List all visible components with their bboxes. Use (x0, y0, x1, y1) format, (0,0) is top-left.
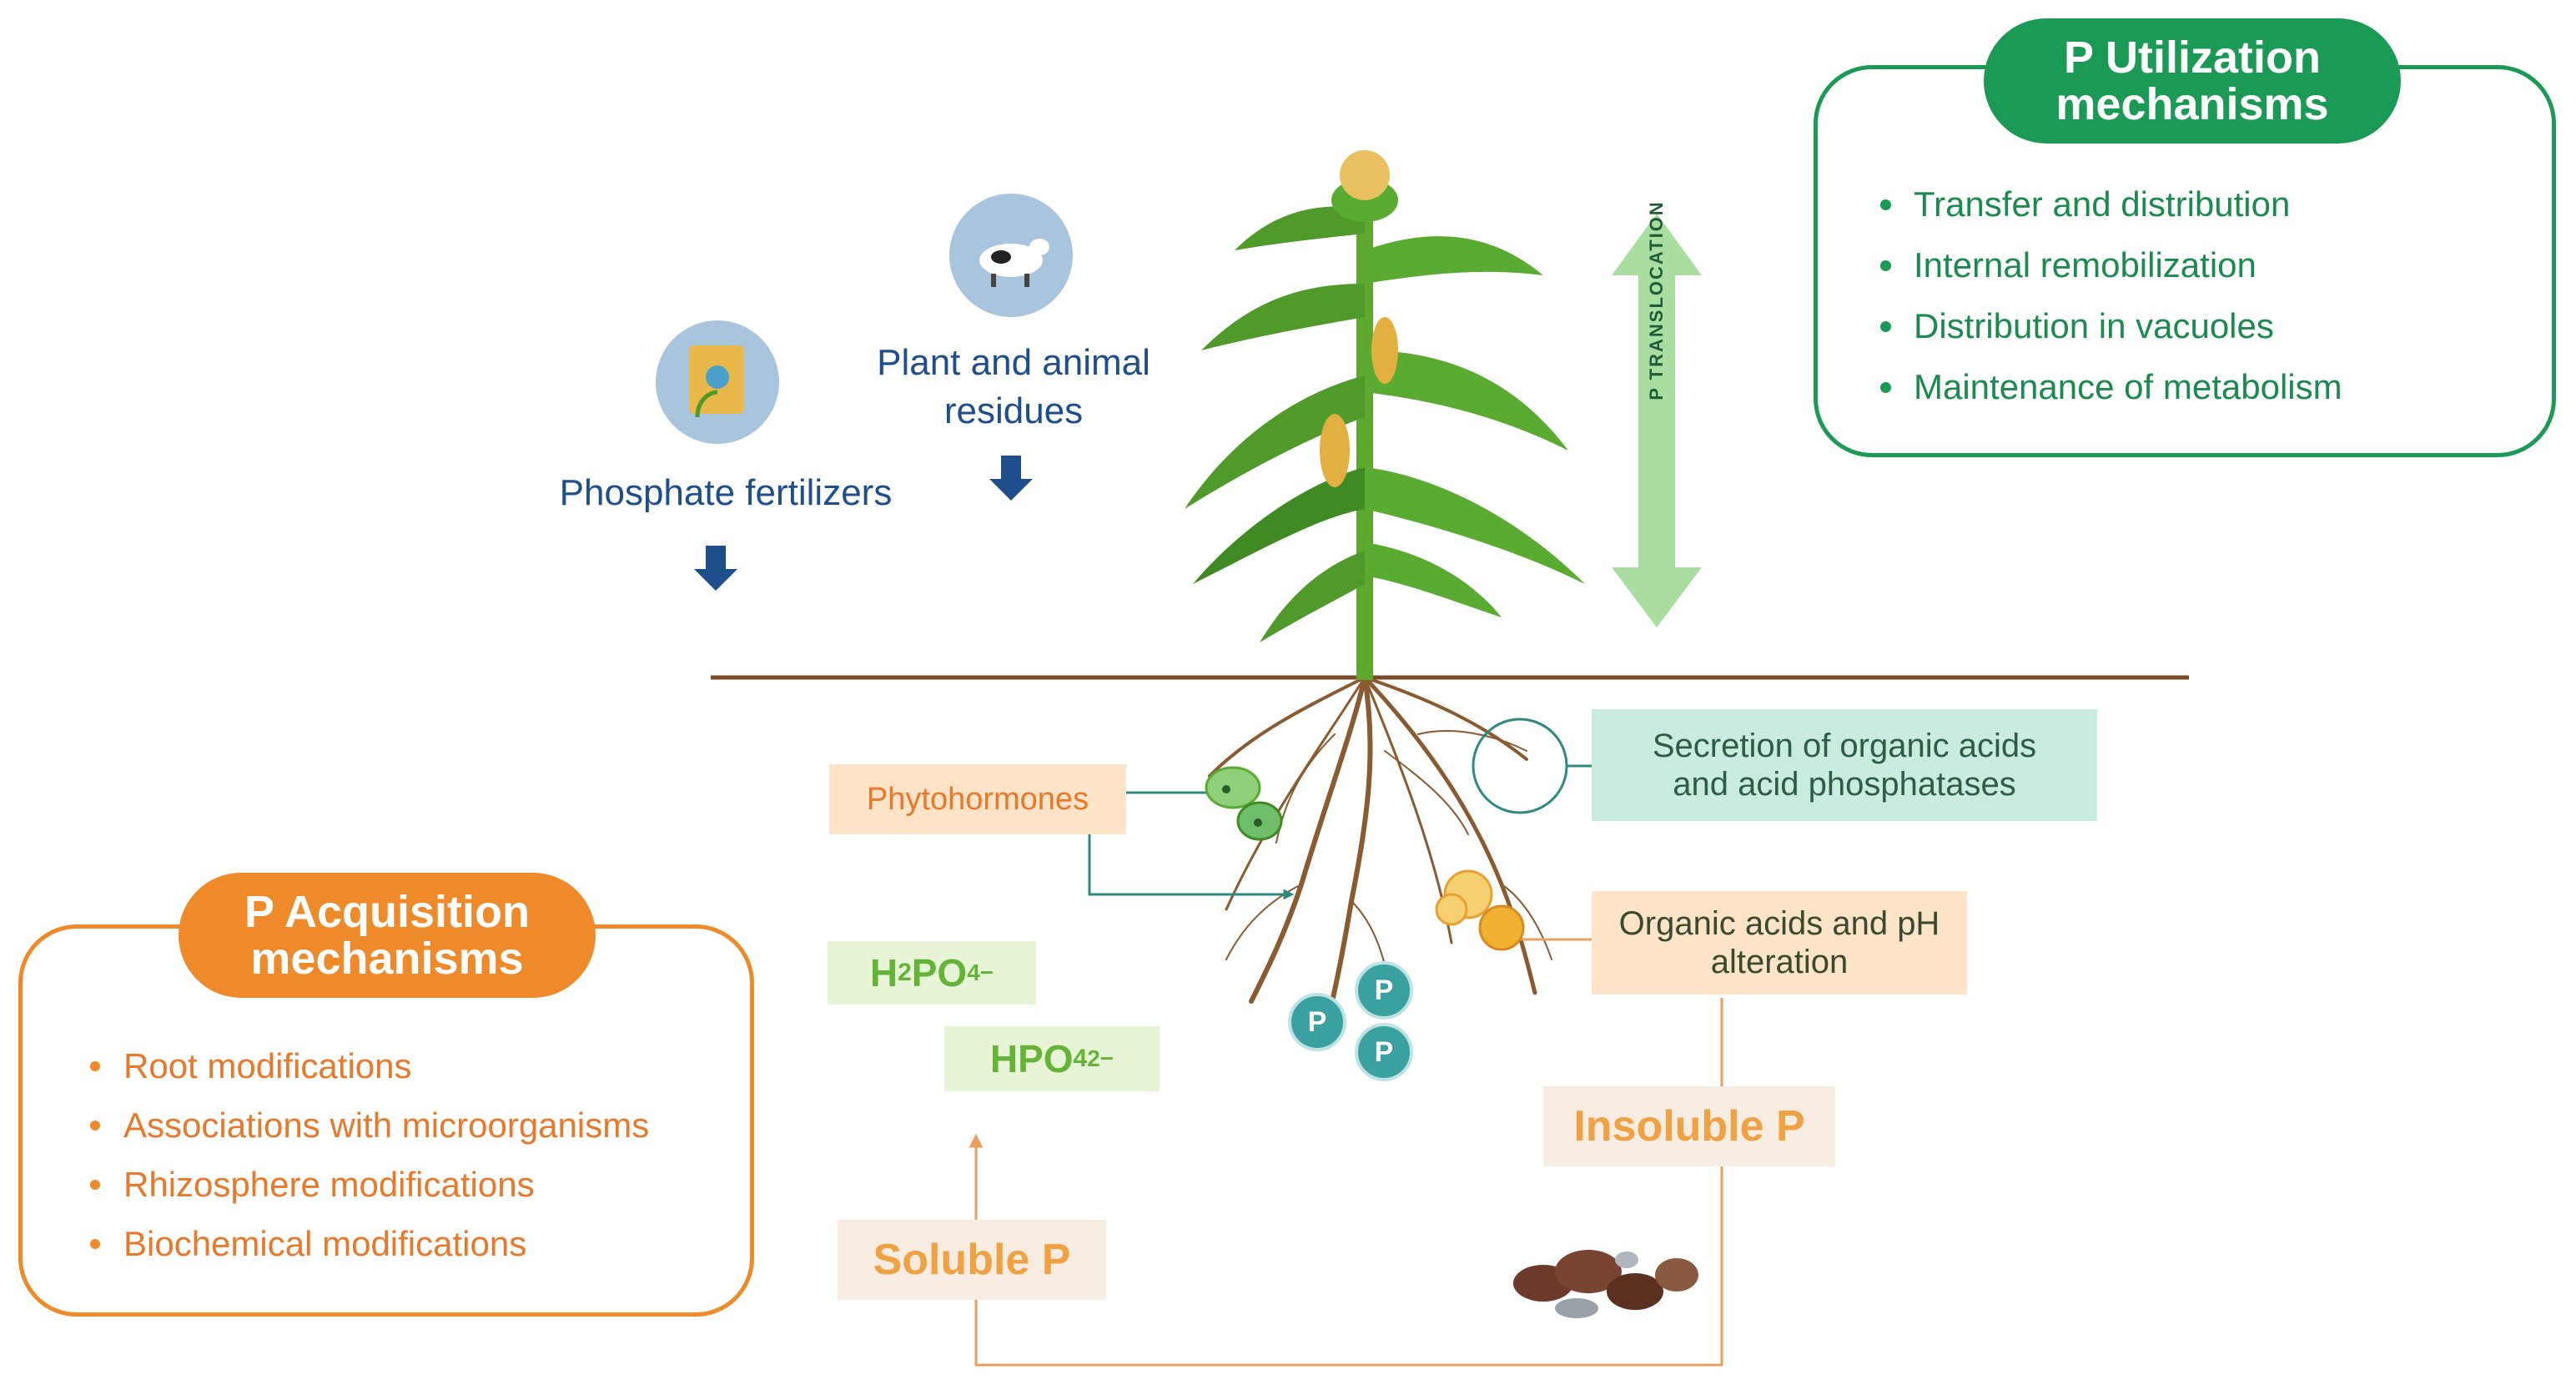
ion-text: HPO (989, 1037, 1074, 1080)
ion-charge: 4− (967, 959, 994, 985)
p-cycle-arrows (969, 998, 1723, 1367)
secretion-label-line1: Secretion of organic acids (1652, 728, 2037, 764)
organic-acids-label-line2: alteration (1710, 944, 1849, 980)
phytohormones-label: Phytohormones (829, 764, 1126, 834)
secretion-label: Secretion of organic acids and acid phos… (1592, 709, 2097, 821)
residues-label-line1: Plant and animal (877, 342, 1150, 383)
fertilizer-label: Phosphate fertilizers (559, 472, 893, 513)
ion-text: H (869, 951, 898, 995)
corn-plant (1185, 150, 1585, 680)
ion-subscript: 2 (898, 959, 912, 986)
acquisition-item: Biochemical modifications (87, 1219, 649, 1278)
utilization-title-line2: mechanisms (2055, 79, 2329, 129)
utilization-title-line1: P Utilization (2063, 33, 2322, 83)
residues-label-line2: residues (943, 390, 1084, 431)
phosphate-ion-circle: P (1355, 961, 1413, 1020)
acquisition-title-line1: P Acquisition (244, 887, 531, 937)
phosphate-ion-circle: P (1355, 1023, 1413, 1081)
fertilizer-down-arrow (694, 546, 737, 591)
acquisition-title: P Acquisition mechanisms (179, 873, 596, 998)
ion-text: PO (911, 951, 968, 995)
fungi-yellow (1435, 869, 1525, 951)
utilization-title: P Utilization mechanisms (1984, 18, 2401, 144)
ion-subscript: 4 (1073, 1045, 1088, 1072)
fertilizer-icon (656, 320, 779, 444)
phosphate-ion-circle: P (1288, 993, 1346, 1051)
utilization-item: Internal remobilization (1877, 240, 2342, 301)
acquisition-title-line2: mechanisms (250, 934, 524, 984)
ion-charge: 2− (1087, 1045, 1114, 1071)
translocation-label-text: P TRANSLOCATION (1646, 200, 1667, 400)
organic-acids-label-line1: Organic acids and pH (1618, 905, 1940, 942)
cow-icon (949, 194, 1073, 317)
root-zoom-circle (1472, 718, 1568, 814)
utilization-item: Maintenance of metabolism (1877, 362, 2342, 423)
translocation-arrow (1612, 214, 1702, 627)
phytohormones-connector (1088, 791, 1295, 900)
acquisition-item: Associations with microorganisms (87, 1100, 649, 1160)
secretion-label-line2: and acid phosphatases (1673, 766, 2016, 803)
utilization-item: Transfer and distribution (1877, 179, 2342, 240)
residues-down-arrow (989, 456, 1033, 501)
soluble-p-label: Soluble P (838, 1220, 1106, 1300)
residues-label: Plant and animal residues (826, 339, 1201, 436)
soil-rocks (1513, 1250, 1698, 1318)
organic-acids-label: Organic acids and pH alteration (1592, 891, 1967, 995)
utilization-list: Transfer and distribution Internal remob… (1877, 179, 2342, 423)
utilization-item: Distribution in vacuoles (1877, 301, 2342, 362)
bacteria-green (1205, 766, 1283, 841)
acquisition-item: Root modifications (87, 1041, 649, 1100)
acquisition-list: Root modifications Associations with mic… (87, 1041, 649, 1278)
acquisition-item: Rhizosphere modifications (87, 1160, 649, 1219)
insoluble-p-label: Insoluble P (1543, 1086, 1835, 1166)
